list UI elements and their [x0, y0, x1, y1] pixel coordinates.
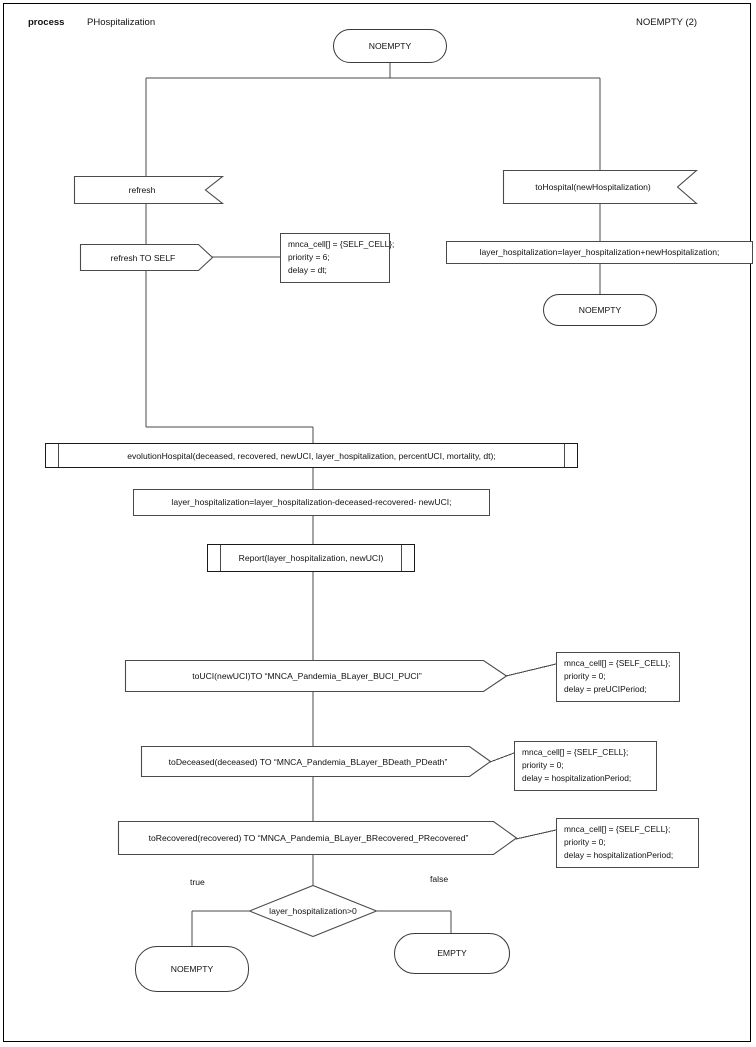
note-refresh-attributes: mnca_cell[] = {SELF_CELL};priority = 6;d… — [280, 233, 394, 283]
diagram-border — [3, 3, 751, 1042]
subroutine-right-bar — [564, 444, 565, 467]
process-keyword: process — [28, 17, 65, 28]
signal-refresh-to-self-label: refresh TO SELF — [110, 252, 176, 263]
report-right-bar — [401, 545, 402, 571]
note-to-deceased-attributes: mnca_cell[] = {SELF_CELL};priority = 0;d… — [514, 741, 657, 791]
subroutine-report-label: Report(layer_hospitalization, newUCI) — [238, 553, 384, 563]
subroutine-evolution-hospital[interactable]: evolutionHospital(deceased, recovered, n… — [45, 443, 578, 468]
signal-to-hospital-label: toHospital(newHospitalization) — [535, 182, 651, 192]
branch-label-false: false — [430, 874, 449, 884]
branch-label-true: true — [190, 877, 205, 887]
subroutine-left-bar — [58, 444, 59, 467]
report-left-bar — [220, 545, 221, 571]
process-name: PHospitalization — [87, 17, 156, 28]
terminal-empty-false-branch[interactable]: EMPTY — [394, 933, 510, 974]
signal-to-uci[interactable]: toUCI(newUCI)TO “MNCA_Pandemia_BLayer_BU… — [124, 659, 508, 693]
signal-to-recovered[interactable]: toRecovered(recovered) TO “MNCA_Pandemia… — [117, 820, 518, 856]
note-to-recovered-attributes: mnca_cell[] = {SELF_CELL};priority = 0;d… — [556, 818, 699, 868]
start-terminal-noempty[interactable]: NOEMPTY — [333, 29, 447, 63]
signal-to-uci-label: toUCI(newUCI)TO “MNCA_Pandemia_BLayer_BU… — [192, 671, 422, 681]
note-to-uci-attributes: mnca_cell[] = {SELF_CELL};priority = 0;d… — [556, 652, 680, 702]
process-subtract-outflows[interactable]: layer_hospitalization=layer_hospitalizat… — [133, 489, 490, 516]
signal-to-deceased-label: toDeceased(deceased) TO “MNCA_Pandemia_B… — [168, 756, 448, 767]
signal-to-recovered-label: toRecovered(recovered) TO “MNCA_Pandemia… — [148, 833, 469, 843]
terminal-noempty-true-branch[interactable]: NOEMPTY — [135, 946, 249, 992]
entry-state-label: NOEMPTY (2) — [636, 17, 698, 28]
signal-to-deceased[interactable]: toDeceased(deceased) TO “MNCA_Pandemia_B… — [140, 745, 492, 778]
signal-refresh[interactable]: refresh — [73, 175, 225, 205]
process-hospitalization-accumulate[interactable]: layer_hospitalization=layer_hospitalizat… — [446, 241, 753, 264]
signal-to-hospital[interactable]: toHospital(newHospitalization) — [502, 169, 698, 205]
decision-label: layer_hospitalization>0 — [269, 906, 357, 916]
signal-refresh-to-self[interactable]: refresh TO SELF — [79, 243, 214, 272]
signal-refresh-label: refresh — [128, 185, 156, 195]
terminal-noempty-after-hospital[interactable]: NOEMPTY — [543, 294, 657, 326]
decision-layer-hospitalization-gt-zero[interactable]: layer_hospitalization>0 — [249, 885, 377, 937]
subroutine-evolution-hospital-label: evolutionHospital(deceased, recovered, n… — [127, 450, 496, 461]
subroutine-report[interactable]: Report(layer_hospitalization, newUCI) — [207, 544, 415, 572]
